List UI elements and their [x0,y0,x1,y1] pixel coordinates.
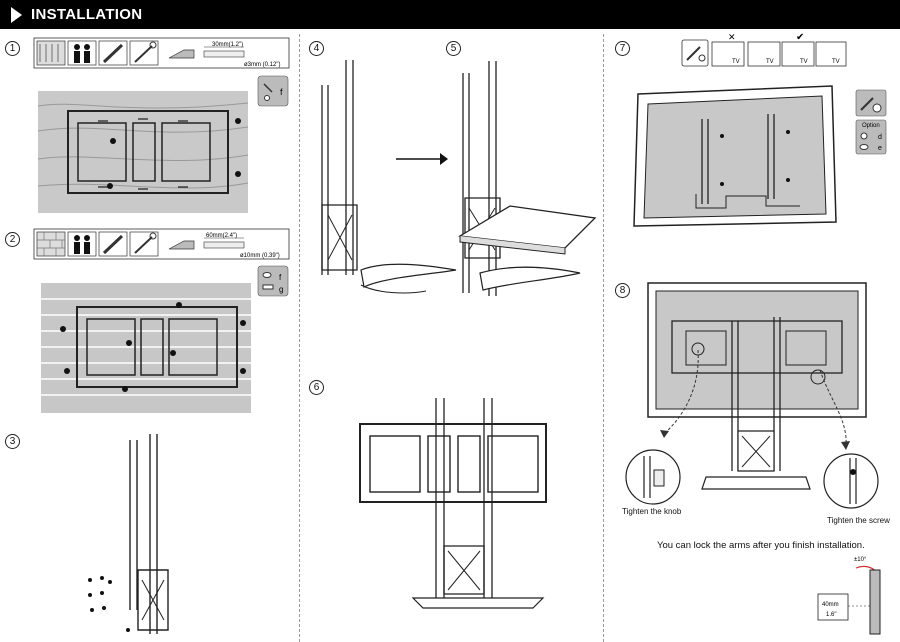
column-divider-right [603,34,604,642]
step5-shelf-illustration [458,61,597,296]
step1-tool-icons: 30mm(1.2") ø3mm (0.12") [33,37,290,69]
step8-knob-detail [625,449,681,505]
step8-callout-arrows [660,349,850,450]
step7-panel-label-4: TV [832,59,840,65]
step7-option-part-icon: Option d e [855,119,887,155]
step2-hole-depth: 60mm(2.4") [206,233,237,239]
step7-part-e: e [878,145,882,152]
step7-panel-label-1: TV [732,59,740,65]
step-number-3: 3 [5,434,20,449]
step-number-8: 8 [615,283,630,298]
step1-wood-wall-illustration [37,91,249,213]
step8-mounted-tv-illustration [647,282,867,490]
step7-tv-back-illustration [633,85,837,227]
gap-label-mm: 40mm [822,602,839,608]
step-number-2: 2 [5,232,20,247]
step7-option-label: Option [862,123,880,129]
step-number-5: 5 [446,41,461,56]
step8-tilt-detail: ±10° 40mm 1.6" [817,557,881,635]
step7-panel-label-3: TV [800,59,808,65]
step8-screw-detail [823,453,879,509]
step7-part-d: d [878,134,882,141]
step1-drill-diameter: ø3mm (0.12") [244,62,280,68]
step2-tool-icons: 60mm(2.4") ø10mm (0.39") [33,228,290,260]
step-number-7: 7 [615,41,630,56]
step-number-4: 4 [309,41,324,56]
step-number-1: 1 [5,41,20,56]
step2-drill-diameter: ø10mm (0.39") [240,253,280,259]
step6-assembly-illustration [359,398,547,609]
lock-arms-note: You can lock the arms after you finish i… [657,540,865,551]
step2-part-icon: f g [257,265,289,297]
step2-part-letter-bottom: g [279,285,283,294]
step4-arrow-icon [396,153,448,165]
step7-panel-label-2: TV [766,59,774,65]
column-divider-left [299,34,300,642]
svg-text:✔: ✔ [796,32,804,43]
step1-hole-depth: 30mm(1.2") [212,42,243,48]
header-bar: INSTALLATION [0,0,900,29]
caption-tighten-knob: Tighten the knob [622,507,682,516]
step-number-6: 6 [309,380,324,395]
play-arrow-icon [11,6,22,23]
step7-screw-icon [855,89,887,117]
gap-label-in: 1.6" [826,612,836,618]
tilt-angle-label: ±10° [854,557,867,563]
step4-arms-base-illustration [321,60,457,294]
step2-brick-wall-illustration [41,283,251,413]
caption-tighten-screw: Tighten the screw [827,516,890,525]
step1-part-letter: f [280,87,283,97]
page-title: INSTALLATION [31,6,143,23]
step3-arms-illustration [88,434,169,634]
step1-part-icon: f [257,75,289,107]
step2-part-letter-top: f [279,273,282,282]
svg-text:✕: ✕ [728,32,736,42]
step7-option-icons: ✕ TV TV ✔ TV TV [681,32,847,67]
